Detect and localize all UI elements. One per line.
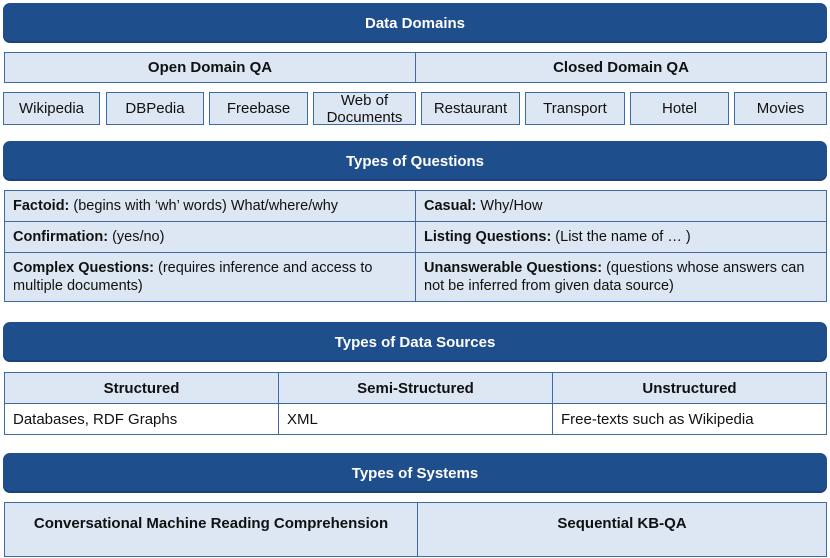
source-header-label: Unstructured [642, 379, 737, 397]
source-header-semi-structured: Semi-Structured [278, 372, 553, 404]
domain-item-label: Restaurant [433, 100, 508, 117]
domain-item-freebase: Freebase [209, 92, 308, 125]
data-domains-banner: Data Domains [3, 3, 827, 43]
source-example-structured: Databases, RDF Graphs [4, 403, 279, 435]
system-sequential-kbqa: Sequential KB-QA [417, 502, 827, 557]
question-desc: (requires inference and access to multip… [13, 260, 373, 294]
question-term: Casual: [424, 198, 477, 214]
question-term: Complex Questions: [13, 260, 154, 276]
system-label: Conversational Machine Reading Comprehen… [33, 515, 389, 532]
source-example-unstructured: Free-texts such as Wikipedia [552, 403, 827, 435]
question-types-banner: Types of Questions [3, 141, 827, 181]
domain-item-label: Wikipedia [18, 100, 85, 117]
data-sources-banner: Types of Data Sources [3, 322, 827, 362]
systems-banner: Types of Systems [3, 453, 827, 493]
closed-domain-label: Closed Domain QA [553, 59, 689, 76]
question-type-casual: Casual: Why/How [415, 190, 827, 222]
system-label: Sequential KB-QA [557, 515, 687, 532]
question-desc: Why/How [476, 198, 543, 214]
question-term: Factoid: [13, 198, 70, 214]
question-type-complex: Complex Questions: (requires inference a… [4, 252, 416, 302]
domain-item-dbpedia: DBPedia [106, 92, 204, 125]
domain-item-restaurant: Restaurant [421, 92, 520, 125]
question-term: Unanswerable Questions: [424, 260, 603, 276]
source-example-semi-structured: XML [278, 403, 553, 435]
question-desc: (questions whose answers can not be infe… [424, 260, 805, 294]
source-header-label: Semi-Structured [357, 379, 474, 397]
question-term: Confirmation: [13, 229, 109, 245]
source-header-unstructured: Unstructured [552, 372, 827, 404]
domain-item-hotel: Hotel [630, 92, 729, 125]
open-domain-header: Open Domain QA [4, 52, 416, 83]
domain-item-web-of-documents: Web of Documents [313, 91, 416, 126]
question-term: Listing Questions: [424, 229, 552, 245]
data-sources-title: Types of Data Sources [334, 333, 496, 351]
question-desc: (yes/no) [108, 229, 165, 245]
systems-title: Types of Systems [351, 464, 479, 482]
question-desc: (List the name of … ) [551, 229, 691, 245]
question-types-title: Types of Questions [345, 152, 485, 170]
question-type-listing: Listing Questions: (List the name of … ) [415, 221, 827, 253]
domain-item-wikipedia: Wikipedia [3, 92, 100, 125]
closed-domain-header: Closed Domain QA [415, 52, 827, 83]
domain-item-label: Hotel [661, 100, 698, 117]
question-type-confirmation: Confirmation: (yes/no) [4, 221, 416, 253]
open-domain-label: Open Domain QA [147, 59, 273, 76]
question-type-unanswerable: Unanswerable Questions: (questions whose… [415, 252, 827, 302]
source-example-label: Databases, RDF Graphs [13, 410, 178, 428]
system-conversational-mrc: Conversational Machine Reading Comprehen… [4, 502, 418, 557]
domain-item-transport: Transport [525, 92, 625, 125]
domain-item-movies: Movies [734, 92, 827, 125]
source-header-structured: Structured [4, 372, 279, 404]
domain-item-label: Transport [543, 100, 607, 117]
source-example-label: XML [287, 410, 318, 428]
source-header-label: Structured [103, 379, 180, 397]
question-desc: (begins with ‘wh’ words) What/where/why [69, 198, 339, 214]
data-domains-title: Data Domains [364, 14, 466, 32]
source-example-label: Free-texts such as Wikipedia [561, 410, 754, 428]
domain-item-label: Web of Documents [326, 91, 403, 126]
domain-item-label: Freebase [226, 100, 291, 117]
question-type-factoid: Factoid: (begins with ‘wh’ words) What/w… [4, 190, 416, 222]
domain-item-label: DBPedia [125, 100, 185, 117]
domain-item-label: Movies [756, 100, 805, 117]
